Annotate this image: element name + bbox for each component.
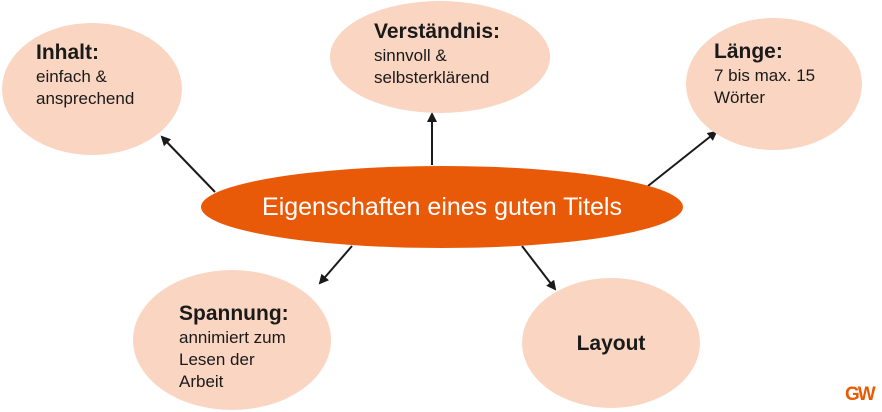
node-laenge-title: Länge: — [714, 40, 783, 63]
node-verstaendnis-line2: selbsterklärend — [374, 68, 490, 87]
center-topic: Eigenschaften eines guten Titels — [201, 166, 683, 248]
node-laenge-line2: Wörter — [714, 88, 765, 107]
node-verstaendnis-line1: sinnvoll & — [374, 46, 447, 65]
node-layout: Layout — [522, 278, 700, 408]
node-spannung-line2: Lesen der — [179, 350, 255, 369]
arrow-to-spannung — [318, 245, 353, 285]
arrow-to-laenge — [647, 130, 718, 187]
node-inhalt: Inhalt: einfach & ansprechend — [2, 23, 182, 155]
node-laenge: Länge: 7 bis max. 15 Wörter — [686, 18, 862, 150]
node-verstaendnis-title: Verständnis: — [374, 20, 501, 43]
center-topic-label: Eigenschaften eines guten Titels — [262, 192, 622, 221]
node-inhalt-title: Inhalt: — [36, 41, 99, 64]
node-layout-title: Layout — [576, 331, 646, 355]
node-spannung: Spannung: annimiert zum Lesen der Arbeit — [133, 270, 331, 410]
arrow-to-inhalt — [160, 135, 216, 193]
arrow-to-layout — [521, 245, 557, 291]
node-spannung-title: Spannung: — [179, 302, 289, 325]
node-spannung-line3: Arbeit — [179, 372, 224, 391]
node-inhalt-line2: ansprechend — [36, 89, 135, 108]
brand-logo: GW — [845, 384, 876, 405]
node-verstaendnis: Verständnis: sinnvoll & selbsterklärend — [330, 1, 550, 113]
node-laenge-line1: 7 bis max. 15 — [714, 66, 816, 85]
node-inhalt-line1: einfach & — [36, 67, 107, 86]
node-spannung-line1: annimiert zum — [179, 328, 286, 347]
